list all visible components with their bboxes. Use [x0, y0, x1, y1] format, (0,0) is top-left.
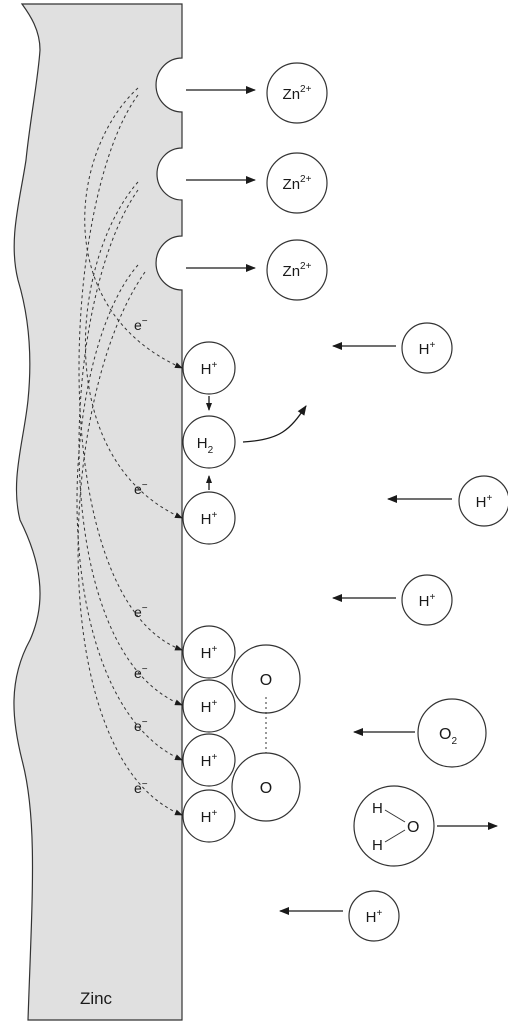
solution-h-ion-4: H+ [366, 908, 383, 926]
electron-path-5 [76, 264, 183, 761]
h2-molecule-label: H2 [197, 435, 214, 456]
electron-label-2: e− [134, 480, 148, 497]
o-site-h-ion-3: H+ [201, 752, 218, 770]
zinc-ion-group: Zn2+ Zn2+ Zn2+ [186, 62, 328, 301]
electron-labels: e− e− e− e− e− e− [134, 316, 148, 796]
electron-path-2 [84, 181, 183, 519]
surface-h-ion-2: H+ [201, 510, 218, 528]
electron-path-3 [78, 94, 183, 651]
zinc-metal [13, 3, 183, 1021]
solution-hydrogen-ions: H+ H+ H+ H+ [279, 322, 508, 942]
water-o: O [407, 819, 419, 836]
oxygen-atom-2: O [260, 780, 272, 797]
electron-label-6: e− [134, 779, 148, 796]
water-h-bottom: H [372, 837, 383, 854]
h2-escape-arrow [242, 405, 307, 443]
electron-path-4 [78, 189, 183, 706]
oxygen-reduction-group: H+ H+ H+ H+ O O [182, 625, 301, 843]
o-site-h-ion-2: H+ [201, 698, 218, 716]
solution-h-ion-2: H+ [476, 493, 493, 511]
water-molecule-group: H O H [353, 785, 498, 867]
electron-path-1 [84, 87, 183, 369]
o2-molecule-label: O2 [439, 726, 457, 747]
o-site-h-ion-1: H+ [201, 644, 218, 662]
water-h-top: H [372, 800, 383, 817]
zn-ion-label-1: Zn2+ [283, 84, 312, 103]
solution-h-ion-3: H+ [419, 592, 436, 610]
electron-label-3: e− [134, 603, 148, 620]
solution-h-ion-1: H+ [419, 340, 436, 358]
oxygen-molecule-group: O2 [353, 698, 487, 768]
electron-label-4: e− [134, 664, 148, 681]
zn-ion-label-2: Zn2+ [283, 174, 312, 193]
electron-path-6 [77, 271, 183, 816]
electron-label-5: e− [134, 717, 148, 734]
zn-ion-label-3: Zn2+ [283, 261, 312, 280]
zinc-label: Zinc [80, 989, 113, 1008]
o-site-h-ion-4: H+ [201, 808, 218, 826]
oxygen-atom-1: O [260, 672, 272, 689]
surface-hydrogen-group: H+ H2 H+ [182, 341, 307, 545]
electron-label-1: e− [134, 316, 148, 333]
surface-h-ion-1: H+ [201, 360, 218, 378]
electron-paths [76, 87, 183, 816]
